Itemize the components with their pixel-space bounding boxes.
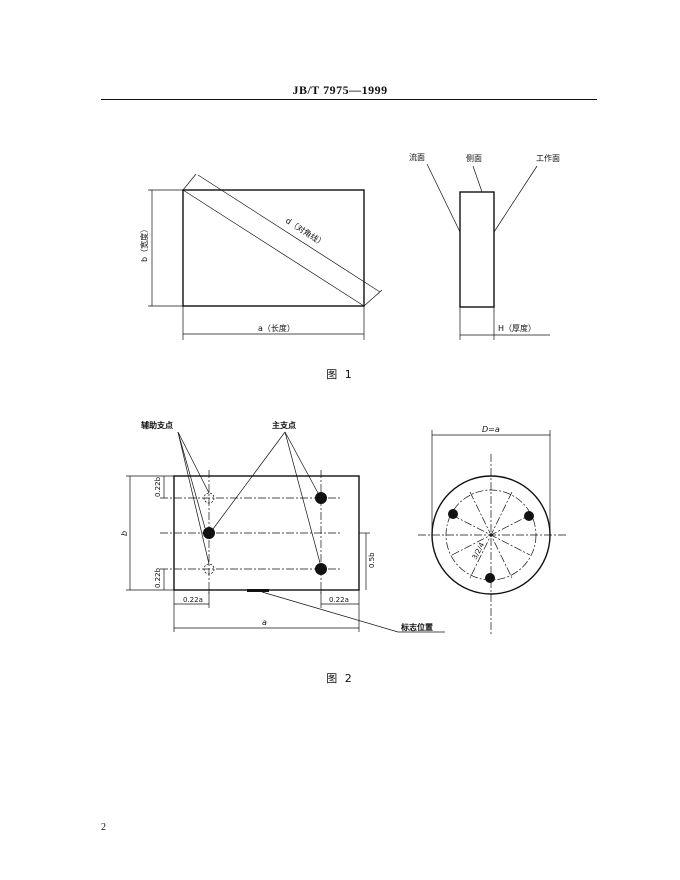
main-support-label: 主支点 — [272, 420, 296, 430]
fig1-side-view — [459, 191, 495, 308]
fig1-side-face-leader — [472, 165, 483, 193]
aux-support-label: 辅助支点 — [141, 420, 173, 430]
fig1-width-label: b（宽度） — [139, 225, 149, 262]
fig2-dim-D-label: D=a — [482, 425, 500, 434]
main-support-point-2 — [315, 492, 327, 504]
figure1-caption: 图 1 — [326, 368, 354, 381]
fig2-dim-022a-left-label: 0.22a — [183, 596, 203, 604]
main-support-point-1 — [203, 527, 215, 539]
fig2-dim-05b-label: 0.5b — [368, 552, 376, 568]
fig2-dim-radius-label: 3/2/4 — [471, 541, 487, 561]
fig1-side-face-label: 侧面 — [466, 153, 482, 163]
mark-position-tab — [247, 589, 269, 592]
figure1-drawing — [148, 163, 550, 340]
figure2-caption: 图 2 — [326, 672, 354, 685]
fig1-block-rect — [182, 189, 365, 307]
fig1-diagonal-label: d（对角线） — [284, 215, 327, 248]
page-number: 2 — [101, 822, 106, 833]
fig1-thickness-label: H（厚度） — [498, 323, 536, 333]
figure2-drawing — [126, 430, 566, 636]
fig1-flow-face-label: 流面 — [409, 152, 425, 162]
fig1-flow-face-leader — [426, 163, 461, 233]
fig2-dim-a-label: a — [262, 618, 267, 627]
document-header: JB/T 7975—1999 — [292, 83, 388, 97]
disc-support-point-2 — [524, 511, 534, 521]
fig2-dim-022a-right-label: 0.22a — [329, 596, 349, 604]
fig2-dim-022b-top-label: 0.22b — [154, 476, 162, 497]
disc-support-point-3 — [485, 573, 495, 583]
fig1-length-label: a（长度） — [258, 323, 295, 333]
fig1-work-face-label: 工作面 — [536, 153, 560, 163]
fig1-diagonal-dim — [197, 174, 381, 293]
fig1-work-face-leader — [493, 165, 538, 233]
fig2-dim-022b-bottom-label: 0.22b — [154, 567, 162, 588]
main-support-point-3 — [315, 563, 327, 575]
header-rule — [101, 99, 597, 100]
mark-position-label: 标志位置 — [400, 622, 433, 632]
fig1-diagonal — [182, 189, 365, 307]
disc-support-point-1 — [448, 509, 458, 519]
fig2-dim-b-label: b — [120, 531, 129, 536]
